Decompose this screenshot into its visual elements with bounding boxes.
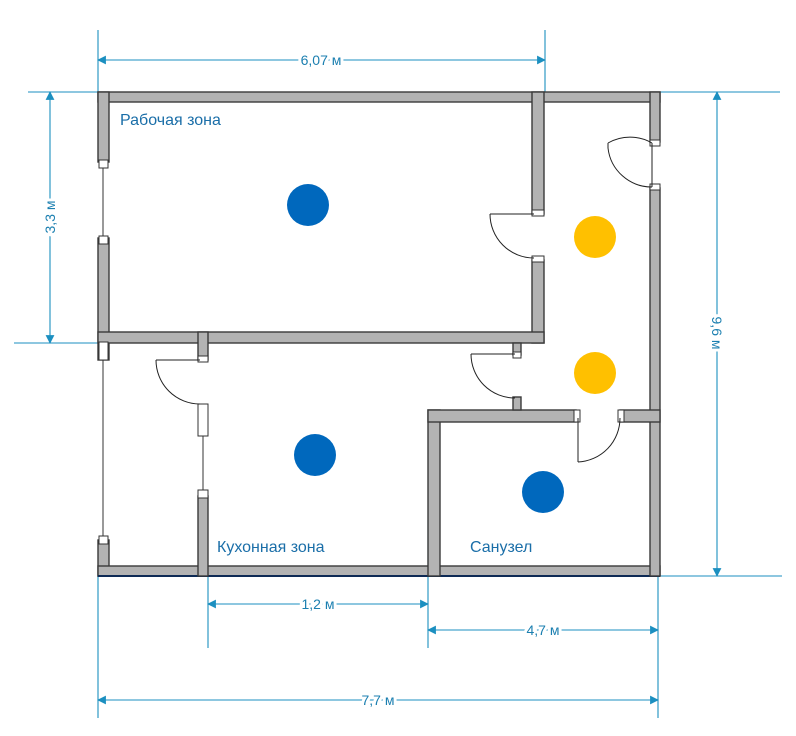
bath-width-label: 4,7 м [527, 622, 560, 638]
top-width-label: 6,07 м [301, 52, 342, 68]
hall-light-upper [574, 216, 616, 258]
bathroom-label: Санузел [470, 539, 532, 556]
kitchen-width-label: 1,2 м [302, 596, 335, 612]
dimension-lines [14, 30, 782, 718]
work-zone-label: Рабочая зона [120, 112, 221, 129]
kitchen-zone-label: Кухонная зона [217, 539, 325, 556]
kitchen-zone-light [294, 434, 336, 476]
bathroom-light [522, 471, 564, 513]
lights [287, 184, 616, 513]
walls [97, 91, 661, 577]
doors [155, 136, 661, 463]
right-height-label: 9,6 м [709, 317, 725, 350]
labels: Рабочая зона Кухонная зона Санузел 6,07 … [39, 49, 728, 711]
work-zone-light [287, 184, 329, 226]
windows [98, 159, 209, 545]
total-width-label: 7,7 м [362, 692, 395, 708]
hall-light-lower [574, 352, 616, 394]
left-height-label: 3,3 м [42, 201, 58, 234]
